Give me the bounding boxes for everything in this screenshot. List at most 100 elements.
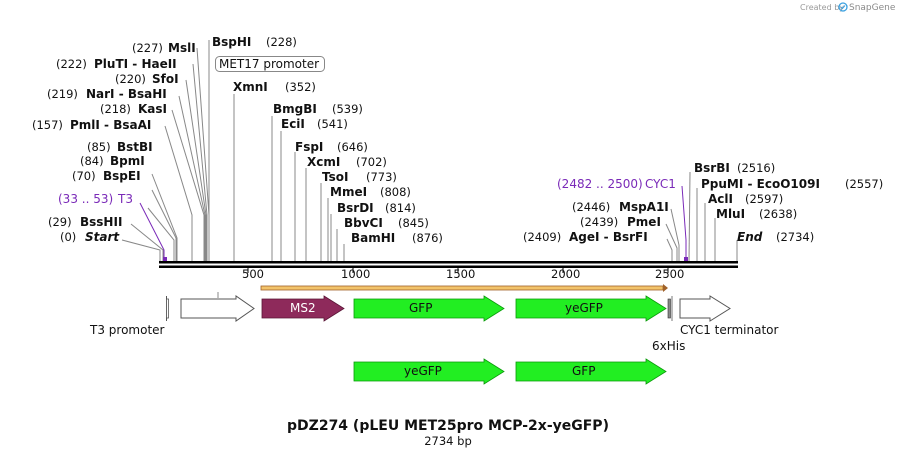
enzyme-label: MspA1I bbox=[619, 200, 669, 214]
gfp-label-bottom: GFP bbox=[572, 364, 595, 378]
ms2-arrow bbox=[261, 295, 345, 322]
site-position: (2557) bbox=[845, 177, 883, 191]
ruler-tick-label: 500 bbox=[242, 267, 264, 281]
snapgene-icon bbox=[838, 2, 848, 12]
sequence-backbone bbox=[159, 257, 738, 268]
enzyme-label: NarI - BsaHI bbox=[86, 87, 167, 101]
site-position: (814) bbox=[385, 201, 416, 215]
site-position: (541) bbox=[317, 117, 348, 131]
site-position: (702) bbox=[356, 155, 387, 169]
ms2-label: MS2 bbox=[290, 301, 316, 315]
site-position: (352) bbox=[285, 80, 316, 94]
promoter-label: MET17 promoter bbox=[219, 57, 319, 71]
site-position: (808) bbox=[380, 185, 411, 199]
site-position: (85) bbox=[87, 140, 111, 154]
enzyme-label: KasI bbox=[138, 102, 167, 116]
mid-enzyme-labels: BspHI (228) MET17 promoter XmnI (352) Bm… bbox=[212, 35, 443, 245]
credit-brand: SnapGene bbox=[849, 3, 896, 13]
enzyme-label: XmnI bbox=[233, 80, 268, 94]
end-label: End bbox=[737, 230, 763, 244]
site-position: (219) bbox=[47, 87, 78, 101]
site-position: (2638) bbox=[759, 207, 797, 221]
site-position: (228) bbox=[266, 35, 297, 49]
yegfp-arrow-bottom bbox=[353, 358, 505, 385]
start-label: Start bbox=[85, 230, 120, 244]
met17-promoter-arrow bbox=[180, 295, 255, 322]
feature-row-1: MS2 GFP yeGFP bbox=[166, 292, 731, 322]
enzyme-label: TsoI bbox=[322, 170, 348, 184]
enzyme-label: PmlI - BsaAI bbox=[70, 118, 151, 132]
enzyme-label: BspEI bbox=[103, 169, 141, 183]
promoter-box bbox=[215, 56, 325, 72]
t3-promoter-arrow bbox=[166, 296, 169, 321]
yegfp-arrow-top bbox=[515, 295, 667, 322]
plasmid-length: 2734 bp bbox=[424, 434, 472, 448]
enzyme-label: PpuMI - EcoO109I bbox=[701, 177, 820, 191]
site-position: (84) bbox=[80, 154, 104, 168]
yegfp-label-top: yeGFP bbox=[565, 301, 603, 315]
feature-position: (33 .. 53) bbox=[58, 192, 113, 206]
far-right-enzyme-labels: BsrBI (2516) PpuMI - EcoO109I (2557) Acl… bbox=[694, 161, 883, 244]
site-position: (2516) bbox=[737, 161, 775, 175]
enzyme-label: BstBI bbox=[117, 140, 153, 154]
enzyme-label: BamHI bbox=[351, 231, 395, 245]
his-tag-box bbox=[667, 298, 671, 319]
enzyme-label: BsrDI bbox=[337, 201, 374, 215]
feature-position: (2482 .. 2500) bbox=[557, 177, 643, 191]
site-position: (222) bbox=[56, 57, 87, 71]
enzyme-label: SfoI bbox=[152, 72, 179, 86]
enzyme-label: MslI bbox=[168, 41, 196, 55]
site-position: (845) bbox=[398, 216, 429, 230]
site-position: (218) bbox=[100, 102, 131, 116]
start-line bbox=[121, 239, 161, 262]
enzyme-label: AclI bbox=[708, 192, 733, 206]
enzyme-label: BssHII bbox=[80, 215, 122, 229]
site-position: (2409) bbox=[523, 230, 561, 244]
site-position: (539) bbox=[332, 102, 363, 116]
enzyme-label: BpmI bbox=[110, 154, 145, 168]
site-position: (29) bbox=[48, 215, 72, 229]
left-enzyme-labels: (227) MslI (222) PluTI - HaeII (220) Sfo… bbox=[32, 41, 196, 244]
ruler-tick-label: 1000 bbox=[341, 267, 370, 281]
enzyme-label: MmeI bbox=[330, 185, 367, 199]
site-position: (773) bbox=[366, 170, 397, 184]
site-position: (876) bbox=[412, 231, 443, 245]
ruler-tick-label: 2000 bbox=[551, 267, 580, 281]
site-position: (220) bbox=[115, 72, 146, 86]
enzyme-label: PluTI - HaeII bbox=[94, 57, 177, 71]
gfp-arrow-bottom bbox=[515, 358, 667, 385]
site-position: (2734) bbox=[776, 230, 814, 244]
plasmid-title: pDZ274 (pLEU MET25pro MCP-2x-yeGFP) bbox=[287, 418, 609, 434]
ruler-tick-label: 2500 bbox=[655, 267, 684, 281]
enzyme-label: BsrBI bbox=[694, 161, 730, 175]
enzyme-label: FspI bbox=[295, 140, 323, 154]
enzyme-label: BspHI bbox=[212, 35, 251, 49]
site-position: (157) bbox=[32, 118, 63, 132]
site-position: (0) bbox=[60, 230, 76, 244]
t3-promoter-label: T3 promoter bbox=[89, 323, 165, 337]
enzyme-label: EciI bbox=[281, 117, 305, 131]
ruler-tick-label: 1500 bbox=[446, 267, 475, 281]
enzyme-label: BmgBI bbox=[273, 102, 317, 116]
ruler: 500 1000 1500 2000 2500 bbox=[242, 267, 684, 281]
enzyme-label: PmeI bbox=[627, 215, 661, 229]
site-position: (70) bbox=[72, 169, 96, 183]
enzyme-label: AgeI - BsrFI bbox=[569, 230, 648, 244]
site-position: (227) bbox=[132, 41, 163, 55]
enzyme-label: XcmI bbox=[307, 155, 340, 169]
site-position: (646) bbox=[337, 140, 368, 154]
gfp-label-top: GFP bbox=[409, 301, 432, 315]
feature-label: CYC1 bbox=[645, 177, 676, 191]
site-position: (2597) bbox=[745, 192, 783, 206]
cyc1-terminator-arrow bbox=[679, 295, 731, 322]
yegfp-label-bottom: yeGFP bbox=[404, 364, 442, 378]
gfp-arrow-top bbox=[353, 295, 505, 322]
credit-prefix: Created by bbox=[800, 3, 844, 12]
site-position: (2439) bbox=[580, 215, 618, 229]
site-position: (2446) bbox=[572, 200, 610, 214]
cyc1-terminator-label: CYC1 terminator bbox=[680, 323, 779, 337]
his-tag-label: 6xHis bbox=[652, 339, 685, 353]
right-enzyme-labels: (2482 .. 2500) CYC1 (2446) MspA1I (2439)… bbox=[523, 177, 676, 244]
site-lines bbox=[130, 40, 738, 263]
